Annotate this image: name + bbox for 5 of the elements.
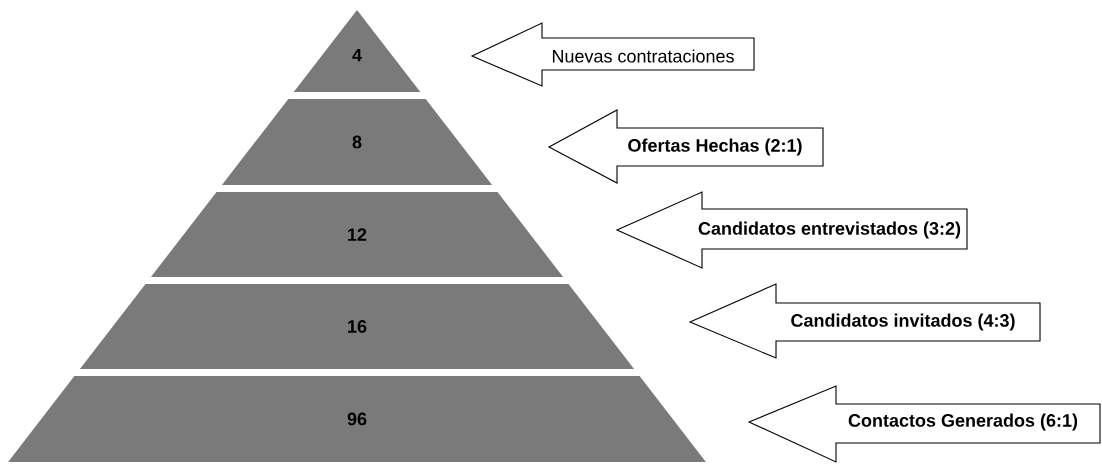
pyramid-tier: 96 [8, 376, 706, 462]
pyramid-tier: 16 [79, 284, 635, 369]
pyramid-tier: 4 [293, 10, 421, 92]
pyramid-tier: 12 [150, 192, 564, 277]
pyramid-tier: 8 [221, 99, 493, 185]
